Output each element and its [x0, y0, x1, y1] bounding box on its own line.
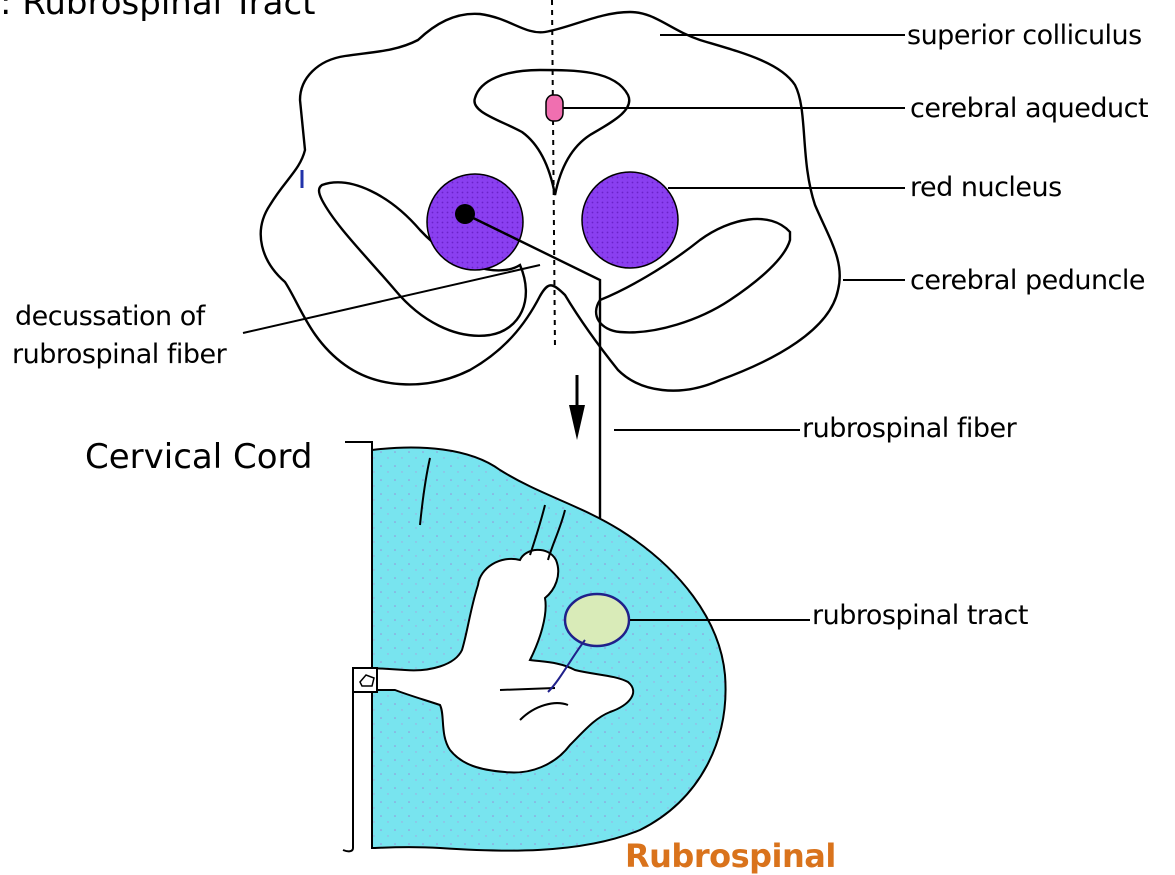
label-decussation-line2: rubrospinal fiber: [12, 341, 226, 368]
label-red-nucleus: red nucleus: [910, 174, 1062, 201]
title-partial: : Rubrospinal Tract: [0, 0, 316, 20]
label-decussation-line1: decussation of: [15, 303, 205, 330]
label-rubrospinal-fiber: rubrospinal fiber: [802, 415, 1016, 442]
label-rubrospinal-tract: rubrospinal tract: [812, 602, 1028, 629]
midbrain-section: [261, 0, 840, 391]
right-red-nucleus: [582, 172, 678, 268]
left-red-nucleus: [427, 174, 523, 270]
top-bracket-tick: [345, 442, 372, 458]
cerebral-aqueduct: [546, 95, 563, 121]
left-bracket-line: [343, 668, 353, 851]
cervical-cord-section: [343, 442, 726, 851]
label-cervical-cord: Cervical Cord: [85, 440, 313, 474]
rubrospinal-tract-oval: [565, 594, 629, 646]
label-cerebral-peduncle: cerebral peduncle: [910, 267, 1145, 294]
label-superior-colliculus: superior colliculus: [907, 22, 1142, 49]
down-arrow-icon: [569, 375, 585, 440]
cord-white-matter: [372, 447, 726, 850]
footer-partial-text: Rubrospinal: [625, 840, 836, 872]
label-cerebral-aqueduct: cerebral aqueduct: [910, 95, 1148, 122]
